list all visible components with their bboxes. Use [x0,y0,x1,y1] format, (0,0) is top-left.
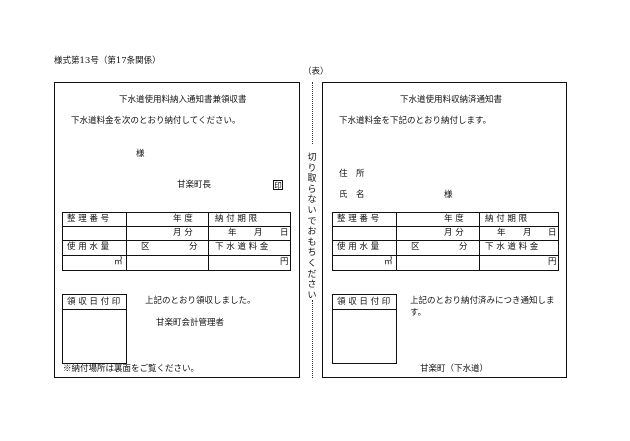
right-panel [322,82,567,378]
cut-instruction-char: 切 [307,153,317,163]
right-yen-unit: 円 [548,257,557,267]
right-cubic-meter-unit: ㎥ [384,257,393,267]
left-month-unit: 月 [254,228,263,238]
left-day-unit: 日 [280,228,289,238]
left-receipt-date-stamp-area [62,309,127,364]
left-intro: 下水道料金を次のとおり納付してください。 [71,116,241,126]
left-category-label-a: 区 [141,242,150,252]
cut-instruction-char: り [307,163,317,174]
right-category-label-b: 分 [459,242,468,252]
right-intro: 下水道料金を下記のとおり納付します。 [339,116,492,126]
right-fiscal-year-label: 年 度 [444,214,464,224]
left-payment-location-note: ※納付場所は裏面をご覧ください。 [63,364,200,374]
cut-instruction-char: い [307,206,317,216]
cut-instruction-char: 取 [307,174,317,185]
left-year-unit: 年 [228,228,237,238]
right-month-label: 月 分 [444,228,464,238]
cut-instruction-char: い [307,290,317,301]
cut-instruction-char: さ [307,280,317,291]
cut-instruction-char: ち [307,248,317,259]
right-due-date-label: 納 付 期 限 [485,214,528,224]
cut-line-bottom [312,300,313,378]
form-number: 様式第13号（第17条関係） [54,56,161,66]
official-seal-mark: 印 [273,180,283,190]
right-notice-line1: 上記のとおり納付済みにつき通知しま [410,296,555,306]
left-water-usage-label: 使 用 水 量 [67,242,110,252]
cut-instruction-char: く [307,259,317,269]
left-receipt-text: 上記のとおり領収しました。 [145,296,256,306]
left-receipt-by: 甘楽町会計管理者 [156,318,225,328]
cut-instruction-char: で [307,216,317,227]
side-label: （表） [303,67,329,77]
right-notice-line2: す。 [410,308,427,318]
right-day-unit: 日 [548,228,557,238]
left-panel [54,82,300,378]
cut-instruction-char: も [307,237,317,248]
right-category-label-a: 区 [411,242,420,252]
right-stamp-label: 領 収 日 付 印 [337,297,391,307]
left-title: 下水道使用料納入通知書兼領収書 [119,95,247,105]
right-year-unit: 年 [497,228,506,238]
right-sewer-fee-label: 下 水 道 料 金 [485,242,539,252]
right-address-label: 住 所 [339,169,365,179]
cut-line-top [312,82,313,144]
left-stamp-label: 領 収 日 付 印 [67,297,121,307]
left-category-label-b: 分 [189,242,198,252]
cut-instruction-char: ら [307,184,317,195]
right-issuer: 甘楽町（下水道） [420,364,489,374]
cut-instruction-char: だ [307,269,317,280]
left-sewer-fee-label: 下 水 道 料 金 [215,242,269,252]
right-name-label: 氏 名 [339,190,365,200]
right-fee-amount-box [479,255,559,271]
left-account-number-label: 整 理 番 号 [67,214,110,224]
left-recipient-suffix: 様 [136,149,145,159]
left-due-date-label: 納 付 期 限 [215,214,258,224]
right-title: 下水道使用料収納済通知書 [400,95,503,105]
left-cubic-meter-unit: ㎥ [114,257,123,267]
cut-instruction-char: な [307,195,317,206]
right-month-unit: 月 [523,228,532,238]
right-account-number-label: 整 理 番 号 [337,214,380,224]
left-fiscal-year-label: 年 度 [173,214,193,224]
right-receipt-date-stamp-area [332,309,397,364]
cut-instruction-char: お [307,227,317,238]
left-yen-unit: 円 [280,257,289,267]
left-issuer: 甘楽町長 [177,180,212,190]
left-fee-amount-box [208,255,291,271]
right-water-usage-label: 使 用 水 量 [337,242,380,252]
left-month-label: 月 分 [173,228,193,238]
right-name-suffix: 様 [444,190,453,200]
